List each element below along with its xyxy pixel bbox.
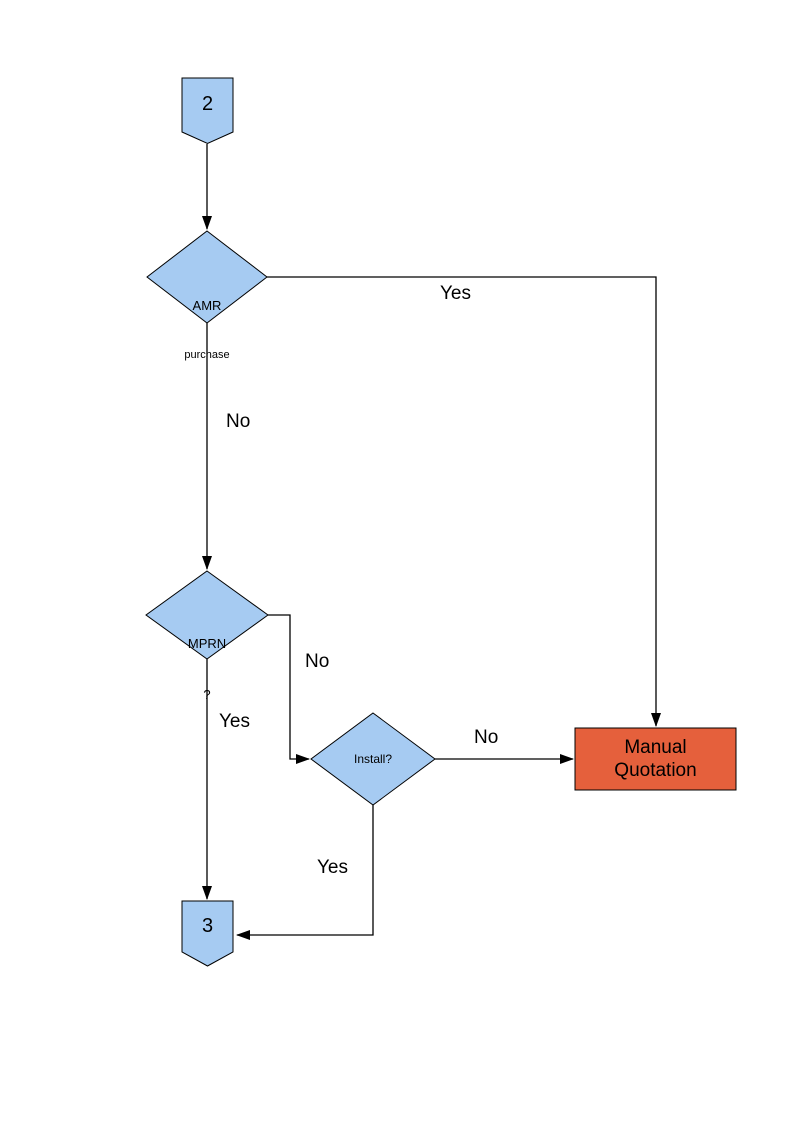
manual-quotation-line2: Quotation xyxy=(614,760,697,781)
amr-label-line1: AMR xyxy=(192,298,222,313)
amr-purchase-decision-shape xyxy=(146,230,268,324)
edges-group xyxy=(202,144,661,940)
manual-quotation-line1: Manual xyxy=(624,737,687,758)
edge-mprn-no-to-install xyxy=(268,614,310,764)
manual-quotation-label: Manual Quotation xyxy=(575,728,736,790)
edge-label-install-no: No xyxy=(474,727,499,748)
mprn-decision-label: MPRN ? xyxy=(146,600,268,738)
install-decision-label: Install? xyxy=(353,752,393,766)
install-decision-shape xyxy=(310,712,436,806)
amr-label-line2: purchase xyxy=(184,349,230,361)
offpage-connector-3-label: 3 xyxy=(201,915,214,937)
mprn-label-line1: MPRN xyxy=(187,636,227,651)
edge-label-amr-no: No xyxy=(226,411,251,432)
manual-quotation-process-shape xyxy=(574,727,737,791)
offpage-connector-3-shape xyxy=(181,900,234,967)
amr-purchase-decision-label: AMR purchase xyxy=(147,262,267,398)
mprn-decision-shape xyxy=(145,570,269,660)
offpage-connector-2-shape xyxy=(181,77,234,145)
mprn-label-line2: ? xyxy=(203,687,211,702)
edge-label-amr-yes: Yes xyxy=(440,283,471,304)
edge-label-mprn-yes: Yes xyxy=(219,711,250,732)
edge-amr-yes-to-manual-quotation xyxy=(267,276,661,727)
edge-install-yes-to-end3 xyxy=(236,805,374,940)
edge-label-mprn-no: No xyxy=(305,651,330,672)
offpage-connector-2-label: 2 xyxy=(201,93,214,115)
edge-label-install-yes: Yes xyxy=(317,857,348,878)
